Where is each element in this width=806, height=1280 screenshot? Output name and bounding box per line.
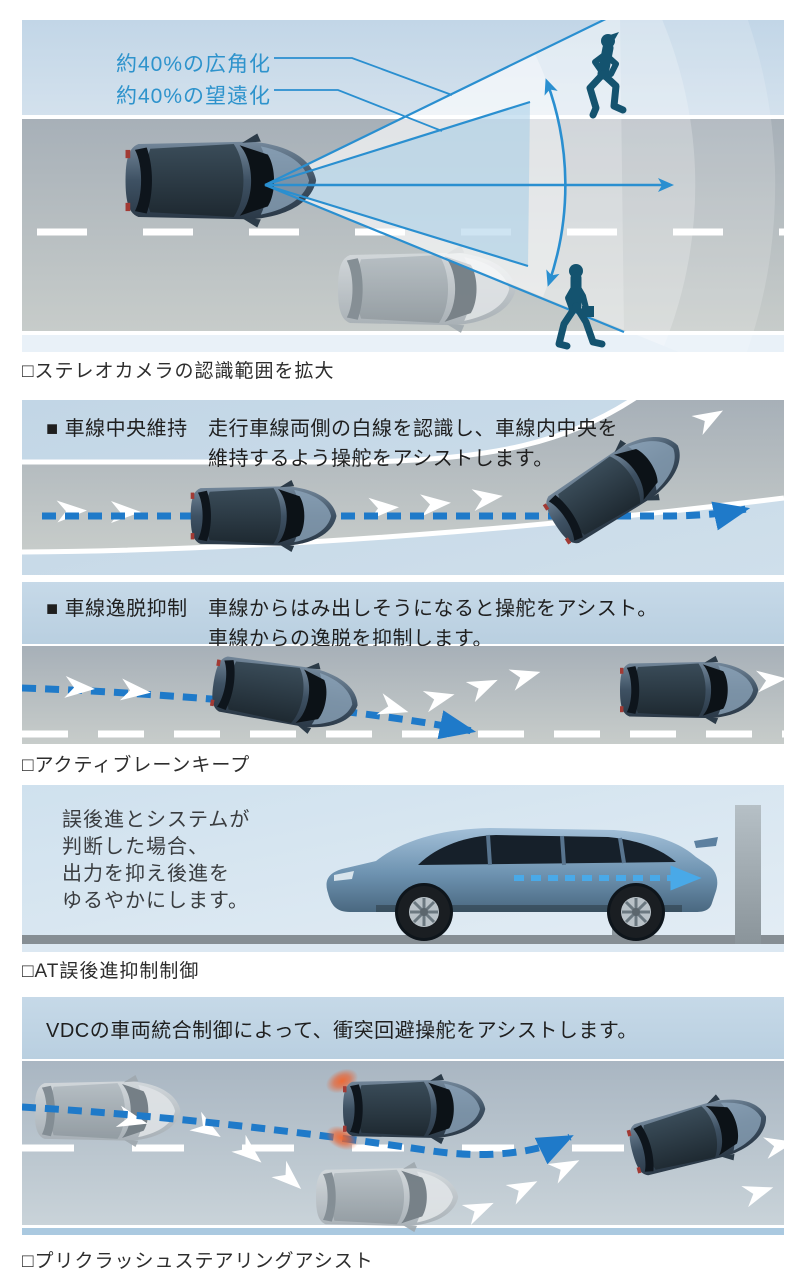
reverse-text-line4: ゆるやかにします。 xyxy=(62,890,249,912)
runner-icon xyxy=(586,32,627,119)
stereo-camera-scene xyxy=(22,20,784,352)
wide-angle-label: 約40%の広角化 xyxy=(116,53,272,76)
lane-departure-desc1: 車線からはみ出しそうになると操舵をアシスト。 xyxy=(208,598,658,620)
lane-centering-desc1: 走行車線両側の白線を認識し、車線内中央を xyxy=(208,418,618,440)
departure-path-arrow xyxy=(22,684,477,740)
front-wheel-icon xyxy=(398,886,450,938)
lane-centering-desc2: 維持するよう操舵をアシストします。 xyxy=(208,448,554,470)
lane-center-path-arrow xyxy=(42,501,751,531)
wide-label-leader-line xyxy=(274,57,453,96)
lane-centering-title: ■ 車線中央維持 xyxy=(46,418,188,440)
rear-wheel-icon xyxy=(610,886,662,938)
lane-departure-heading-band: ■ 車線逸脱抑制 車線からはみ出しそうになると操舵をアシスト。 車線からの逸脱を… xyxy=(22,582,784,650)
sidewalk-band xyxy=(22,20,784,115)
lane-departure-scene xyxy=(22,646,784,744)
caption-stereo-camera: □ステレオカメラの認識範囲を拡大 xyxy=(22,361,335,382)
lane-departure-desc2: 車線からの逸脱を抑制します。 xyxy=(208,628,493,650)
precrash-heading-band: VDCの車両統合制御によって、衝突回避操舵をアシストします。 xyxy=(22,997,784,1059)
tele-label-leader-line xyxy=(274,89,443,132)
caption-precrash-steering: □プリクラッシュステアリングアシスト xyxy=(22,1251,374,1272)
lane-edge-lines xyxy=(22,400,784,555)
ground xyxy=(22,935,784,944)
avoidance-path-arrow xyxy=(22,1103,574,1165)
precrash-scene xyxy=(22,1061,784,1235)
panel-reverse-control: 誤後進とシステムが 判断した場合、 出力を抑え後進を ゆるやかにします。 xyxy=(22,785,784,952)
wall-icon xyxy=(735,805,761,944)
telephoto-label: 約40%の望遠化 xyxy=(116,85,272,108)
caption-at-reverse-control: □AT誤後進抑制制御 xyxy=(22,961,200,982)
lane-centering-scene xyxy=(22,400,784,575)
walker-icon xyxy=(555,264,606,350)
wide-angle-arc-arrow xyxy=(544,78,567,287)
reverse-text-line2: 判断した場合、 xyxy=(62,836,209,858)
panel-precrash-steering: VDCの車両統合制御によって、衝突回避操舵をアシストします。 xyxy=(22,997,784,1235)
precrash-heading: VDCの車両統合制御によって、衝突回避操舵をアシストします。 xyxy=(46,1020,638,1042)
panel-stereo-camera: 約40%の広角化 約40%の望遠化 xyxy=(22,20,784,352)
reverse-text-line1: 誤後進とシステムが xyxy=(62,809,251,831)
fov-lines xyxy=(264,20,674,334)
panel-lane-departure: ■ 車線逸脱抑制 車線からはみ出しそうになると操舵をアシスト。 車線からの逸脱を… xyxy=(22,582,784,744)
car-side-icon xyxy=(326,828,718,941)
caption-active-lane-keep: □アクティブレーンキープ xyxy=(22,755,251,776)
reverse-text-line3: 出力を抑え後進を xyxy=(62,863,230,885)
panel-lane-centering: ■ 車線中央維持 走行車線両側の白線を認識し、車線内中央を 維持するよう操舵をア… xyxy=(22,400,784,575)
lane-departure-title: ■ 車線逸脱抑制 xyxy=(46,598,188,620)
reverse-control-scene xyxy=(22,785,784,952)
